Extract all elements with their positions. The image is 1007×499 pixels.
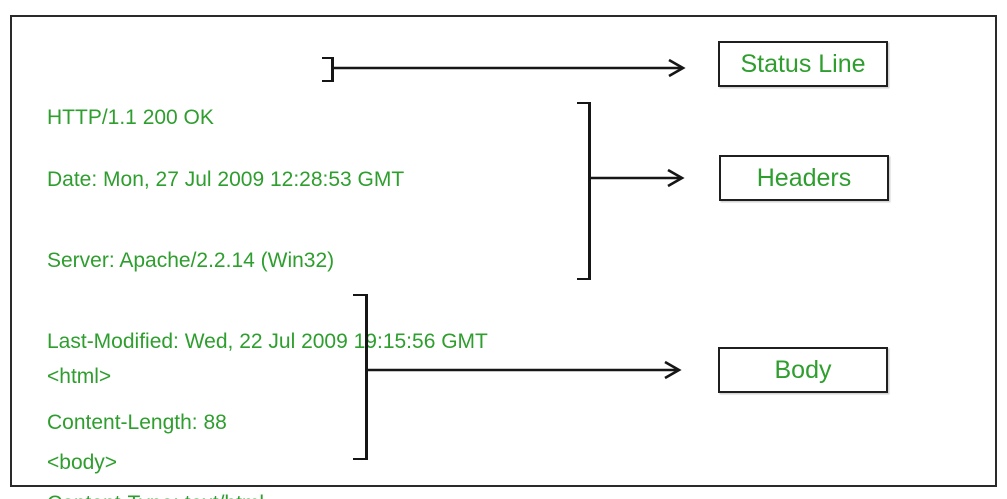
header-line: Date: Mon, 27 Jul 2009 12:28:53 GMT (47, 168, 405, 191)
body-label-box: Body (718, 347, 888, 393)
headers-arrow-icon (590, 168, 685, 188)
status-arrow-icon (333, 58, 686, 78)
body-bracket (353, 294, 368, 460)
diagram-frame (10, 15, 997, 487)
body-text-block: <html> <body> <h1>Hello, World!</h1> </b… (47, 306, 268, 499)
header-line: Server: Apache/2.2.14 (Win32) (47, 249, 335, 272)
status-line-bracket (322, 57, 334, 82)
headers-bracket (577, 102, 591, 280)
headers-text-block: Date: Mon, 27 Jul 2009 12:28:53 GMT Serv… (47, 112, 488, 499)
header-line: Last-Modified: Wed, 22 Jul 2009 19:15:56… (47, 330, 488, 353)
status-line-value: HTTP/1.1 200 OK (47, 106, 214, 129)
body-arrow-icon (367, 360, 682, 380)
headers-label-box: Headers (719, 155, 889, 201)
status-line-text: HTTP/1.1 200 OK (47, 53, 214, 183)
status-line-label: Status Line (740, 49, 866, 78)
body-label: Body (774, 355, 832, 384)
body-line: <html> (47, 365, 112, 388)
header-line: Content-Type: text/html (47, 490, 488, 499)
body-line: <body> (47, 450, 118, 474)
header-line: Content-Length: 88 (47, 411, 227, 434)
status-line-label-box: Status Line (718, 41, 888, 87)
headers-label: Headers (756, 163, 852, 192)
